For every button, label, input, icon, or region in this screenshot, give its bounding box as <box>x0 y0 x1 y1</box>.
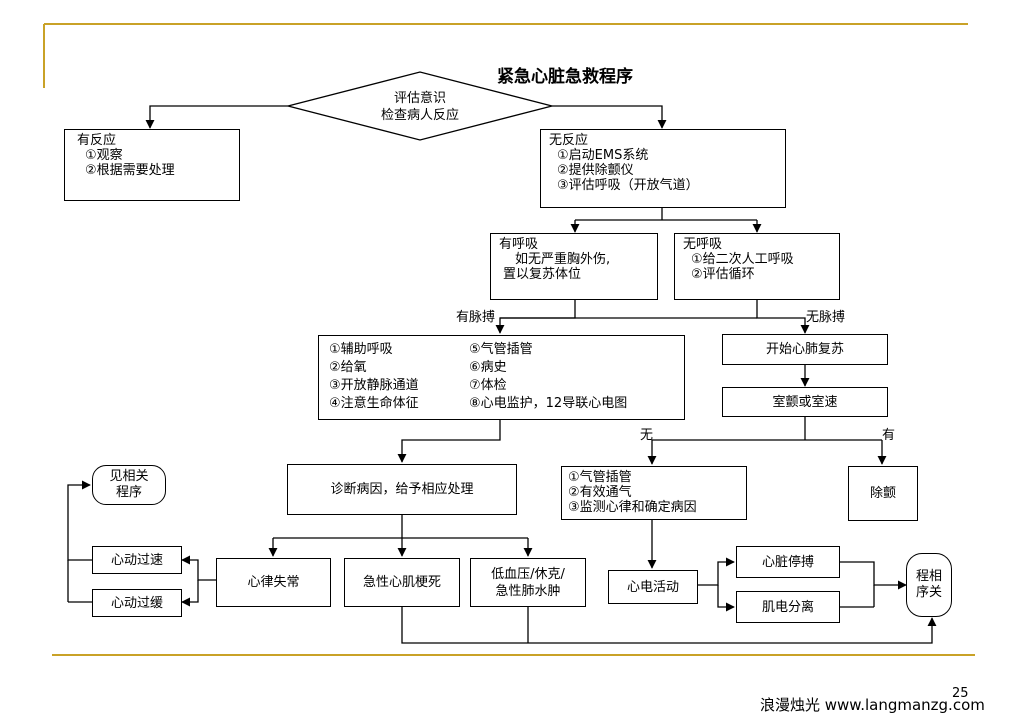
breathing-item-1: 如无严重胸外伤, <box>515 252 611 267</box>
airway-item-1: ①气管插管 <box>568 470 632 485</box>
airway-item-2: ②有效通气 <box>568 485 632 500</box>
pulse-care-item-3: ③开放静脉通道 <box>329 378 419 393</box>
see-related-text: 见相关程序 <box>109 469 149 500</box>
shock-line-2: 急性肺水肿 <box>495 583 561 599</box>
pulse-care-box: ①辅助呼吸 ②给氧 ③开放静脉通道 ④注意生命体征 ⑤气管插管 ⑥病史 ⑦体检 … <box>318 335 685 420</box>
unresponsive-item-2: ②提供除颤仪 <box>557 163 634 178</box>
shock-line-1: 低血压/休克/ <box>491 566 565 582</box>
see-related-node: 见相关程序 <box>92 465 166 505</box>
responsive-title: 有反应 <box>77 133 117 148</box>
no-breathing-item-1: ①给二次人工呼吸 <box>691 252 794 267</box>
page-number: 25 <box>952 686 969 701</box>
unresponsive-box: 无反应 ①启动EMS系统 ②提供除颤仪 ③评估呼吸（开放气道） <box>540 129 786 208</box>
cpr-box: 开始心肺复苏 <box>722 334 888 365</box>
no-breathing-title: 无呼吸 <box>683 237 723 252</box>
page-title: 紧急心脏急救程序 <box>497 67 633 87</box>
breathing-box: 有呼吸 如无严重胸外伤, 置以复苏体位 <box>490 233 658 300</box>
pulse-care-columns: ①辅助呼吸 ②给氧 ③开放静脉通道 ④注意生命体征 ⑤气管插管 ⑥病史 ⑦体检 … <box>329 341 674 413</box>
pulse-care-right: ⑤气管插管 ⑥病史 ⑦体检 ⑧心电监护，12导联心电图 <box>469 341 627 413</box>
defib-box: 除颤 <box>848 466 918 521</box>
pacing-box: 心脏停搏 <box>736 546 840 578</box>
breathing-title: 有呼吸 <box>499 237 539 252</box>
pulse-care-item-1: ①辅助呼吸 <box>329 342 393 357</box>
footer-watermark: 浪漫烛光 www.langmanzg.com <box>760 696 985 714</box>
no-breathing-box: 无呼吸 ①给二次人工呼吸 ②评估循环 <box>674 233 840 300</box>
label-has: 有 <box>882 428 896 443</box>
pulse-care-item-8: ⑧心电监护，12导联心电图 <box>469 396 628 411</box>
ecg-activity-box: 心电活动 <box>608 570 698 604</box>
diagnose-box: 诊断病因，给予相应处理 <box>287 464 517 515</box>
unresponsive-item-3: ③评估呼吸（开放气道） <box>557 178 699 193</box>
airway-box: ①气管插管 ②有效通气 ③监测心律和确定病因 <box>561 466 747 520</box>
no-breathing-item-2: ②评估循环 <box>691 267 755 282</box>
decision-node: 评估意识 检查病人反应 <box>360 90 480 124</box>
related-proc-text: 程相序关 <box>915 569 942 600</box>
tachy-box: 心动过速 <box>92 546 182 574</box>
shock-box: 低血压/休克/ 急性肺水肿 <box>470 558 586 607</box>
pulse-care-item-6: ⑥病史 <box>469 360 507 375</box>
responsive-box: 有反应 ①观察 ②根据需要处理 <box>64 129 240 201</box>
breathing-item-2: 置以复苏体位 <box>503 267 582 282</box>
label-pulse: 有脉搏 <box>456 310 496 325</box>
emd-box: 肌电分离 <box>736 591 840 623</box>
ami-box: 急性心肌梗死 <box>344 558 460 607</box>
responsive-item-2: ②根据需要处理 <box>85 163 175 178</box>
label-no-pulse: 无脉搏 <box>806 310 846 325</box>
arrhythmia-box: 心律失常 <box>216 558 331 607</box>
responsive-item-1: ①观察 <box>85 148 123 163</box>
label-none: 无 <box>640 428 654 443</box>
pulse-care-item-7: ⑦体检 <box>469 378 507 393</box>
unresponsive-item-1: ①启动EMS系统 <box>557 148 649 163</box>
decision-line-1: 评估意识 <box>393 91 446 106</box>
pulse-care-item-2: ②给氧 <box>329 360 367 375</box>
airway-item-3: ③监测心律和确定病因 <box>568 500 697 515</box>
pulse-care-item-5: ⑤气管插管 <box>469 342 533 357</box>
pulse-care-item-4: ④注意生命体征 <box>329 396 419 411</box>
brady-box: 心动过缓 <box>92 589 182 617</box>
vf-box: 室颤或室速 <box>722 387 888 417</box>
pulse-care-left: ①辅助呼吸 ②给氧 ③开放静脉通道 ④注意生命体征 <box>329 341 447 413</box>
related-proc-node: 程相序关 <box>906 553 952 617</box>
decision-line-2: 检查病人反应 <box>380 108 459 123</box>
unresponsive-title: 无反应 <box>549 133 589 148</box>
